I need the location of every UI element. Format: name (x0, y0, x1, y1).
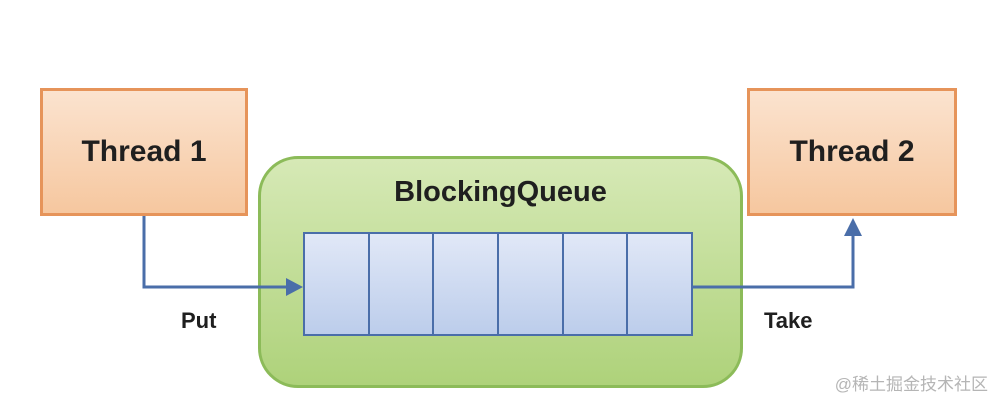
queue-slot (305, 234, 370, 334)
queue-slot (499, 234, 564, 334)
put-arrowhead-icon (286, 278, 303, 296)
take-arrowhead-icon (844, 218, 862, 236)
thread-2-label: Thread 2 (789, 135, 915, 168)
queue-slot (369, 234, 435, 334)
put-arrow-line (142, 216, 293, 289)
take-arrow-line (693, 232, 855, 289)
queue-slot (434, 234, 500, 334)
queue-slot (628, 234, 692, 334)
put-label: Put (181, 308, 217, 333)
queue-slot (563, 234, 629, 334)
take-label: Take (764, 308, 813, 333)
blocking-queue-label: BlockingQueue (394, 176, 607, 208)
thread-2-box: Thread 2 (747, 88, 957, 216)
thread-1-box: Thread 1 (40, 88, 248, 216)
thread-1-label: Thread 1 (81, 135, 207, 168)
watermark-text: @稀土掘金技术社区 (834, 375, 988, 394)
queue-slots (303, 232, 693, 336)
